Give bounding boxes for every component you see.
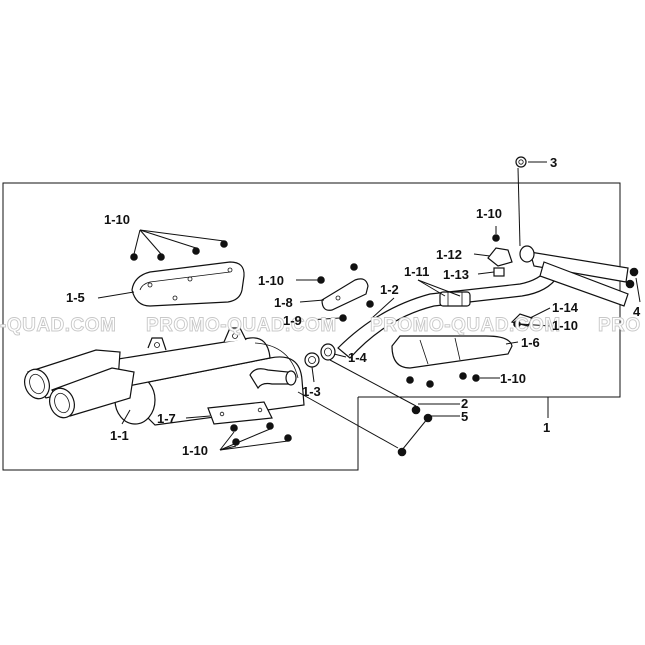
gaskets [304, 343, 336, 368]
leader-lines [97, 161, 641, 451]
callout-1-1: 1-1 [110, 428, 129, 443]
callout-1-10-c: 1-10 [552, 318, 578, 333]
callout-1-5: 1-5 [66, 290, 85, 305]
shield-1-8 [321, 278, 369, 311]
callout-1-4: 1-4 [348, 350, 368, 365]
callout-labels: 1-10 1-5 1-10 1-8 1-9 1-2 1-11 1-13 1-12… [66, 155, 641, 458]
nuts-4 [625, 267, 639, 289]
watermark: -QUAD.COM PROMO-QUAD.COM PROMO-QUAD.COM … [0, 315, 641, 337]
watermark-text-4: PRO [598, 315, 641, 336]
callout-1-13: 1-13 [443, 267, 469, 282]
callout-1-11: 1-11 [404, 264, 429, 279]
callout-1-2: 1-2 [380, 282, 399, 297]
callout-3: 3 [550, 155, 557, 170]
watermark-text-1: -QUAD.COM [0, 315, 116, 336]
callout-1: 1 [543, 420, 550, 435]
gasket-3 [515, 156, 527, 168]
callout-5: 5 [461, 409, 468, 424]
callout-1-10-e: 1-10 [182, 443, 208, 458]
heat-shield-1-5 [131, 261, 245, 307]
callout-1-3: 1-3 [302, 384, 321, 399]
callout-1-12: 1-12 [436, 247, 462, 262]
callout-1-10-top: 1-10 [476, 206, 502, 221]
callout-1-9: 1-9 [283, 313, 302, 328]
callout-4: 4 [633, 304, 641, 319]
callout-1-10-b: 1-10 [258, 273, 284, 288]
assembly-frame [2, 182, 621, 471]
fasteners-2-5 [397, 405, 433, 457]
callout-1-6: 1-6 [521, 335, 540, 350]
bolts-1-10 [130, 234, 521, 446]
watermark-text-2: PROMO-QUAD.COM [146, 315, 337, 336]
callout-2: 2 [461, 396, 468, 411]
callout-1-10-d: 1-10 [500, 371, 526, 386]
watermark-text-3: PROMO-QUAD.COM [370, 315, 561, 336]
front-pipe-1-2 [337, 245, 629, 369]
callout-1-14: 1-14 [552, 300, 579, 315]
heat-plate-1-7 [207, 401, 273, 425]
callout-1-8: 1-8 [274, 295, 293, 310]
callout-1-10-a: 1-10 [104, 212, 130, 227]
callout-1-7: 1-7 [157, 411, 176, 426]
